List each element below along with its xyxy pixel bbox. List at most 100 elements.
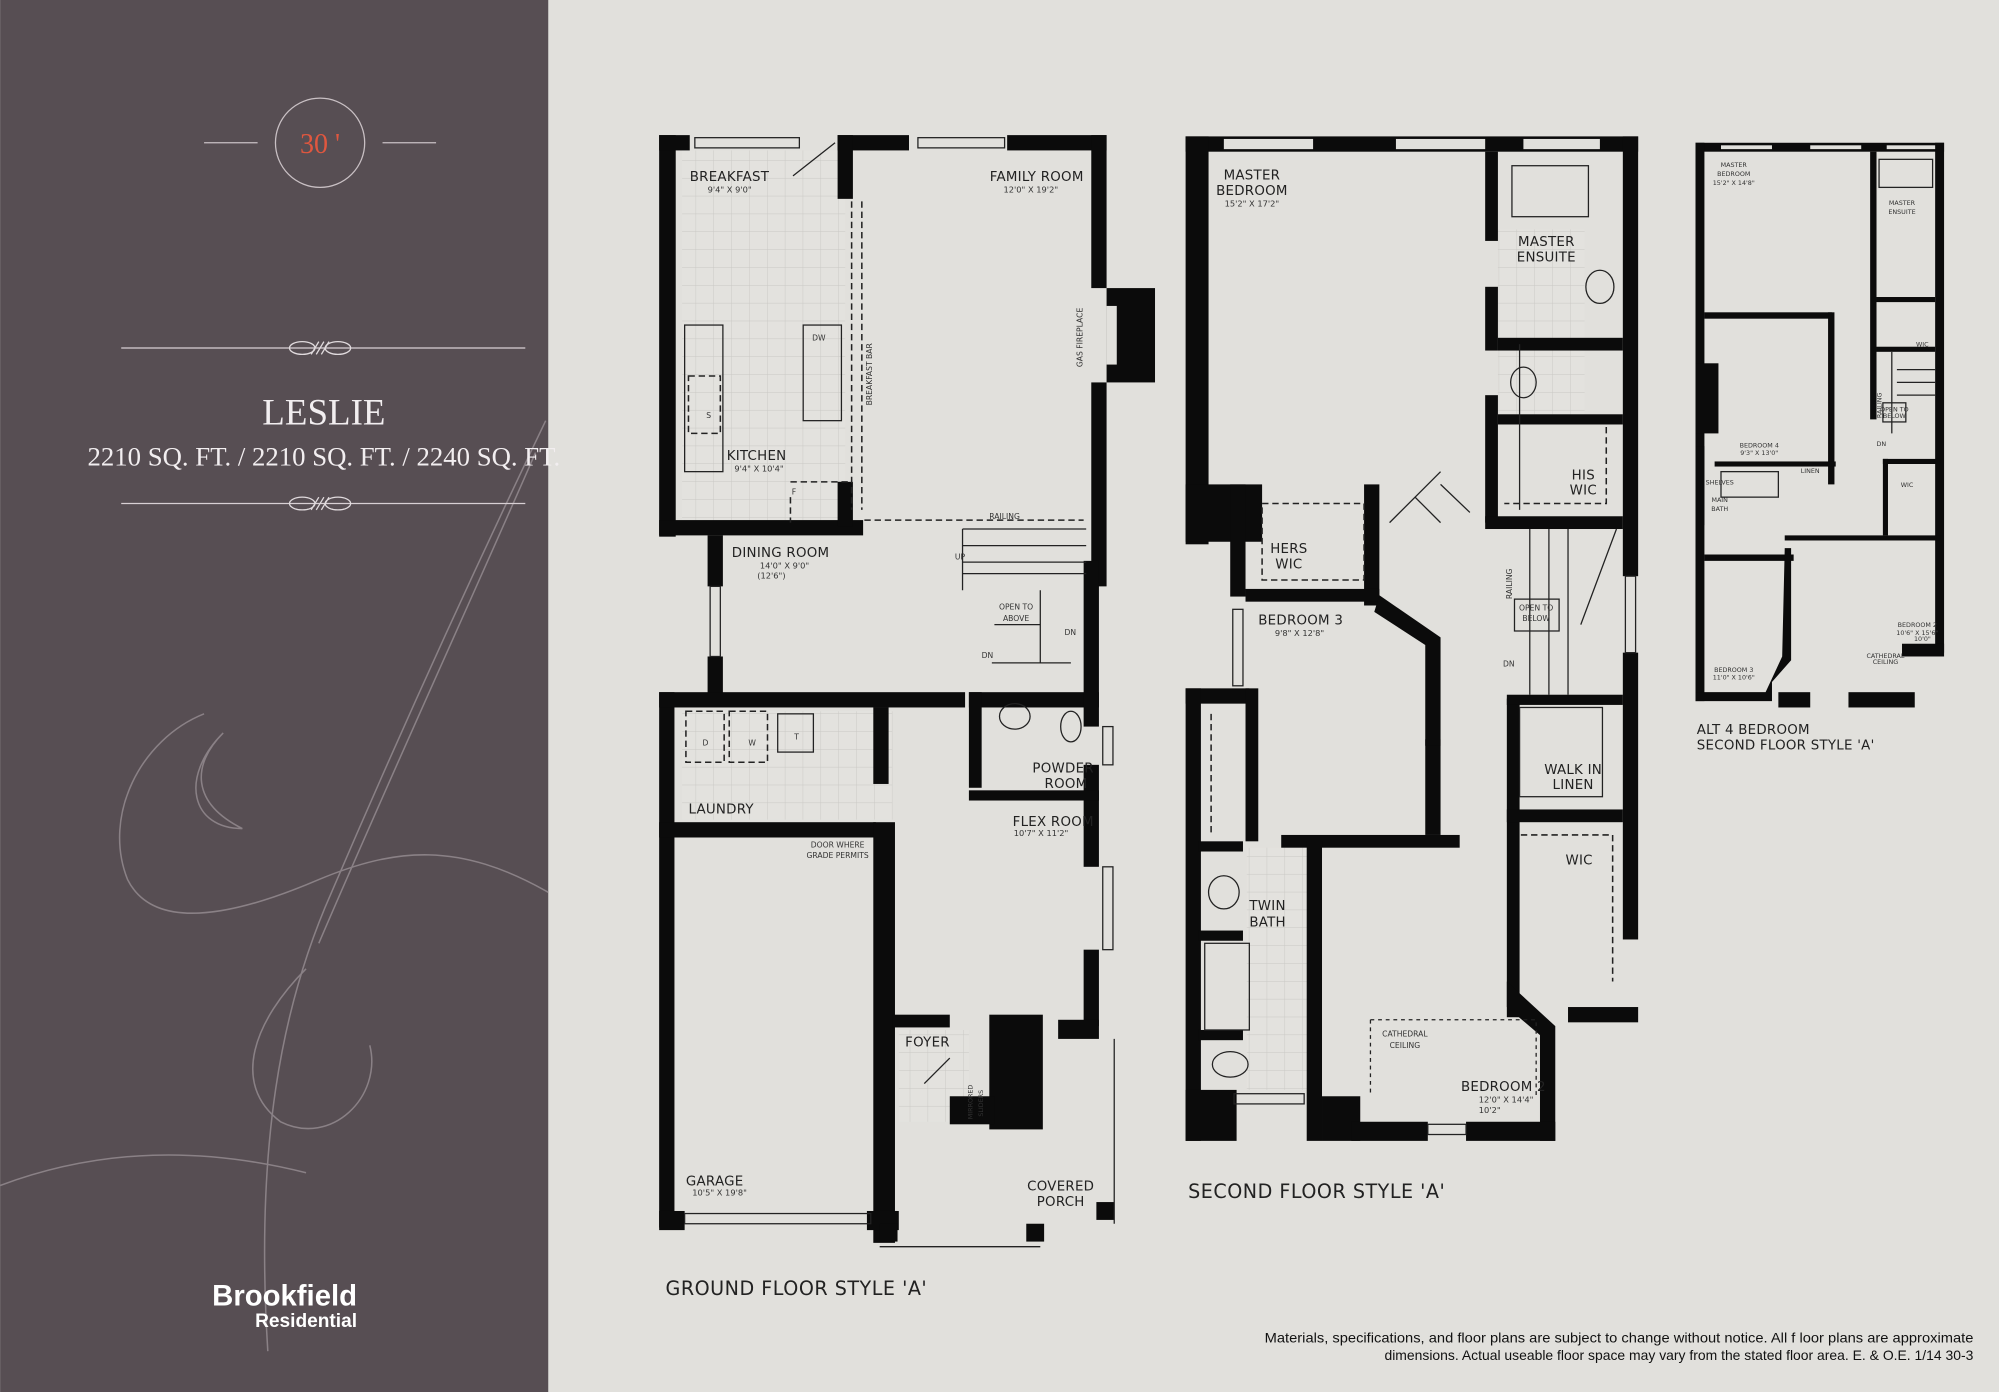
room-size-bedroom-2-alt: 10'2" bbox=[1479, 1105, 1501, 1115]
room-label-dining-room: DINING ROOM bbox=[732, 546, 830, 561]
alt-open-to-below-label-2: BELOW bbox=[1883, 412, 1907, 420]
brand-panel: 30 ' LESLIE 2210 SQ. FT. / 2210 SQ. FT. … bbox=[0, 0, 560, 1392]
room-label-his-wic-2: WIC bbox=[1570, 484, 1597, 499]
alt-shelves-label: SHELVES bbox=[1706, 478, 1734, 486]
disclaimer-line-1: Materials, specifications, and floor pla… bbox=[1265, 1330, 1974, 1345]
alt-room-label-master-ensuite-2: ENSUITE bbox=[1888, 208, 1915, 216]
room-label-powder-room: POWDER bbox=[1032, 761, 1093, 776]
door-grade-label: DOOR WHERE bbox=[811, 841, 865, 850]
room-label-foyer: FOYER bbox=[905, 1036, 950, 1051]
alt-room-label-main-bath-2: BATH bbox=[1711, 505, 1728, 513]
alt-room-size-bedroom-2-alt: 10'0" bbox=[1914, 635, 1931, 643]
washer-label: W bbox=[748, 739, 756, 748]
alt-room-label-bedroom-3: BEDROOM 3 bbox=[1714, 666, 1753, 674]
room-label-bedroom-3: BEDROOM 3 bbox=[1258, 614, 1343, 629]
railing-label: RAILING bbox=[989, 512, 1020, 521]
alt-room-label-linen: LINEN bbox=[1801, 467, 1820, 475]
disclaimer-line-2: dimensions. Actual useable floor space m… bbox=[1384, 1348, 1973, 1363]
decorative-monogram bbox=[0, 420, 549, 1352]
room-label-hers-wic: HERS bbox=[1270, 542, 1307, 557]
breakfast-bar-label: BREAKFAST BAR bbox=[865, 343, 874, 406]
room-size-breakfast: 9'4" X 9'0" bbox=[708, 184, 752, 194]
room-label-garage: GARAGE bbox=[686, 1174, 744, 1189]
alt-room-label-master-ensuite: MASTER bbox=[1889, 199, 1916, 207]
room-label-twin-bath: TWIN bbox=[1248, 899, 1285, 914]
room-size-master-bedroom: 15'2" X 17'2" bbox=[1225, 199, 1280, 209]
alt-floor-plan: MASTER BEDROOM 15'2" X 14'8" MASTER ENSU… bbox=[1695, 142, 1945, 754]
room-size-bedroom-3: 9'8" X 12'8" bbox=[1275, 628, 1324, 638]
cathedral-ceiling-label-2: CEILING bbox=[1390, 1041, 1421, 1050]
room-size-dining-room: 14'0" X 9'0" bbox=[760, 561, 809, 571]
lot-width: 30 ' bbox=[300, 129, 340, 160]
flourish-icon bbox=[288, 496, 352, 511]
cathedral-ceiling-label: CATHEDRAL bbox=[1382, 1029, 1428, 1038]
room-label-walk-in-linen: WALK IN bbox=[1544, 763, 1602, 778]
room-label-covered-porch: COVERED bbox=[1027, 1180, 1094, 1195]
mirrored-sliders-label-2: SLIDERS bbox=[977, 1090, 985, 1117]
mirrored-sliders-label: MIRRORED bbox=[967, 1085, 975, 1120]
alt-room-size-master-bedroom: 15'2" X 14'8" bbox=[1713, 179, 1755, 187]
room-label-kitchen: KITCHEN bbox=[727, 449, 787, 464]
room-size-garage: 10'5" X 19'8" bbox=[692, 1188, 747, 1198]
ground-floor-title: GROUND FLOOR STYLE 'A' bbox=[666, 1277, 928, 1300]
dishwasher-label: DW bbox=[812, 333, 826, 342]
open-to-above-label: OPEN TO bbox=[999, 602, 1033, 611]
flourish-icon bbox=[288, 340, 352, 356]
model-name: LESLIE bbox=[262, 391, 385, 432]
room-label-covered-porch-2: PORCH bbox=[1037, 1195, 1085, 1210]
fridge-label: F bbox=[792, 488, 796, 497]
alt-room-label-main-bath: MAIN bbox=[1711, 496, 1728, 504]
railing-label: RAILING bbox=[1505, 568, 1514, 599]
room-label-breakfast: BREAKFAST bbox=[690, 170, 770, 185]
room-label-family-room: FAMILY ROOM bbox=[990, 170, 1084, 185]
room-label-walk-in-linen-2: LINEN bbox=[1553, 778, 1594, 793]
stair-down-label: DN bbox=[1065, 628, 1077, 637]
alt-cathedral-label-2: CEILING bbox=[1873, 658, 1899, 666]
alt-cathedral-label: CATHEDRAL bbox=[1866, 652, 1904, 660]
alt-room-size-bedroom-4: 9'3" X 13'0" bbox=[1740, 449, 1778, 457]
ground-floor-plan: BREAKFAST 9'4" X 9'0" FAMILY ROOM 12'0" … bbox=[659, 135, 1156, 1300]
room-label-master-bedroom: MASTER bbox=[1224, 169, 1281, 184]
room-size-flex-room: 10'7" X 11'2" bbox=[1014, 828, 1069, 838]
alt-room-label-bedroom-4: BEDROOM 4 bbox=[1740, 441, 1779, 449]
door-grade-label-2: GRADE PERMITS bbox=[806, 851, 868, 860]
brand-logo-sub: Residential bbox=[255, 1311, 357, 1332]
alt-room-label-wic: WIC bbox=[1916, 341, 1929, 349]
stair-up-label: UP bbox=[955, 553, 966, 562]
room-label-flex-room: FLEX ROOM bbox=[1013, 815, 1094, 830]
room-size-kitchen: 9'4" X 10'4" bbox=[734, 464, 783, 474]
sink-label: S bbox=[706, 411, 711, 420]
room-label-master-bedroom-2: BEDROOM bbox=[1216, 184, 1288, 199]
stair-down-label-2: DN bbox=[982, 651, 994, 660]
room-size-family-room: 12'0" X 19'2" bbox=[1004, 184, 1059, 194]
alt-railing-label: RAILING bbox=[1876, 393, 1884, 419]
alt-room-label-master-bedroom-2: BEDROOM bbox=[1717, 170, 1750, 178]
room-label-master-ensuite-2: ENSUITE bbox=[1517, 250, 1576, 265]
alt-room-size-bedroom-2: 10'6" X 15'6" bbox=[1896, 629, 1938, 637]
alt-stair-down-label: DN bbox=[1877, 440, 1887, 448]
room-label-twin-bath-2: BATH bbox=[1249, 916, 1286, 931]
room-size-bedroom-2: 12'0" X 14'4" bbox=[1479, 1095, 1534, 1105]
room-label-wic: WIC bbox=[1565, 853, 1592, 868]
room-label-laundry: LAUNDRY bbox=[688, 802, 754, 817]
alt-floor-title: ALT 4 BEDROOM bbox=[1697, 723, 1810, 738]
second-floor-plan: MASTER BEDROOM 15'2" X 17'2" MASTER ENSU… bbox=[1185, 136, 1639, 1203]
alt-floor-subtitle: SECOND FLOOR STYLE 'A' bbox=[1697, 739, 1875, 754]
second-floor-title: SECOND FLOOR STYLE 'A' bbox=[1188, 1180, 1445, 1203]
room-label-master-ensuite: MASTER bbox=[1518, 235, 1575, 250]
room-label-powder-room-2: ROOM bbox=[1045, 777, 1088, 792]
gas-fireplace-label: GAS FIREPLACE bbox=[1075, 308, 1084, 368]
tub-label: T bbox=[793, 732, 799, 741]
lot-width-badge bbox=[274, 97, 366, 189]
room-size-dining-room-alt: (12'6") bbox=[757, 571, 785, 581]
open-to-below-label-2: BELOW bbox=[1522, 614, 1550, 623]
alt-open-to-below-label: OPEN TO bbox=[1880, 406, 1909, 414]
alt-room-label-wic-2: WIC bbox=[1901, 481, 1914, 489]
alt-room-label-bedroom-2: BEDROOM 2 bbox=[1898, 621, 1937, 629]
brand-logo: Brookfield bbox=[212, 1279, 357, 1312]
alt-room-size-bedroom-3: 11'0" X 10'6" bbox=[1713, 673, 1755, 681]
alt-room-label-master-bedroom: MASTER bbox=[1721, 161, 1748, 169]
open-to-below-label: OPEN TO bbox=[1519, 604, 1553, 613]
room-label-bedroom-2: BEDROOM 2 bbox=[1461, 1080, 1546, 1095]
